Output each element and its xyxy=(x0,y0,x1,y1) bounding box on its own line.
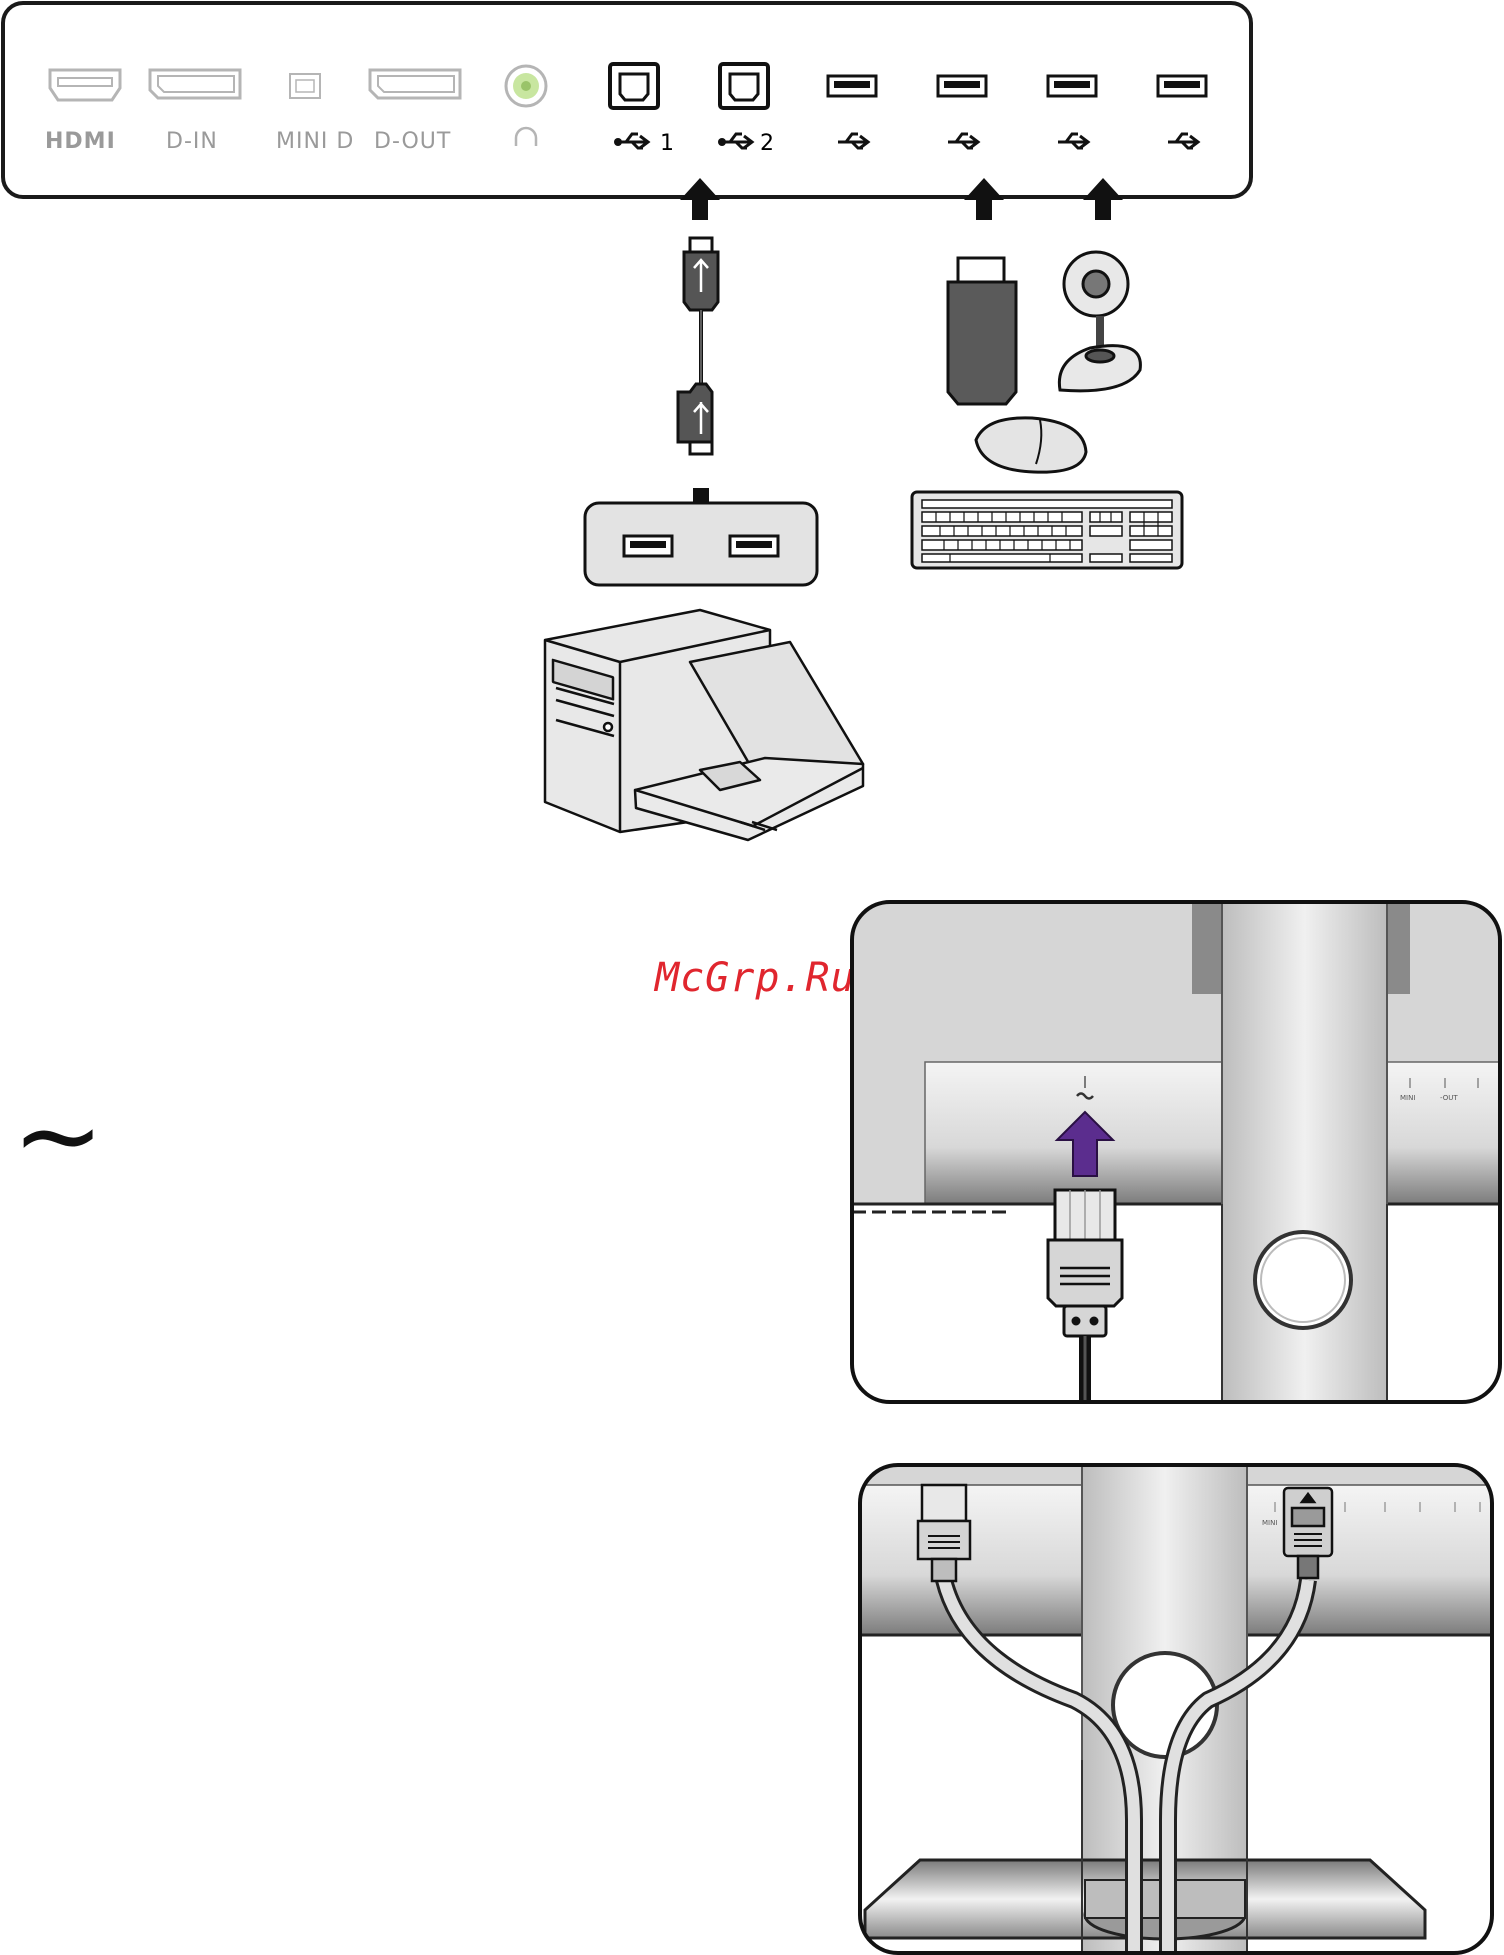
power-connection-panel: MINI -OUT xyxy=(852,902,1500,1406)
usb-b-port-1-icon xyxy=(610,64,658,108)
computer-usb-ports xyxy=(585,503,817,585)
mini-displayport-icon xyxy=(290,74,320,98)
monitor-io-panel: HDMI D-IN MINI D D-OUT xyxy=(3,3,1251,197)
dp-out-label: D-OUT xyxy=(374,129,451,154)
mini-dp-small-label: MINI xyxy=(1400,1094,1415,1102)
usb-upstream-1-label: 1 xyxy=(660,131,674,156)
usb-b-port-2-icon xyxy=(720,64,768,108)
cable-management-panel: MINI xyxy=(860,1465,1492,1955)
dp-out-small-label: -OUT xyxy=(1440,1094,1458,1102)
displayport-out-icon xyxy=(370,70,460,98)
usb-cable-icon xyxy=(678,238,718,454)
mini-dp-label: MINI D xyxy=(276,129,354,154)
usb-a-port-3-icon xyxy=(1048,76,1096,96)
usb-a-port-1-icon xyxy=(828,76,876,96)
usb-flash-drive-icon xyxy=(948,258,1016,404)
usb-upstream-2-label: 2 xyxy=(760,131,774,156)
keyboard-icon xyxy=(912,492,1182,568)
usb-a-port-4-icon xyxy=(1158,76,1206,96)
dp-in-label: D-IN xyxy=(166,129,218,154)
mini-dp-small-label-2: MINI xyxy=(1262,1519,1277,1527)
hdmi-port-icon xyxy=(50,70,120,100)
mouse-icon xyxy=(976,418,1086,472)
hdmi-port-label: HDMI xyxy=(45,129,116,154)
webcam-icon xyxy=(1059,252,1140,391)
usb-a-port-2-icon xyxy=(938,76,986,96)
displayport-in-icon xyxy=(150,70,240,98)
